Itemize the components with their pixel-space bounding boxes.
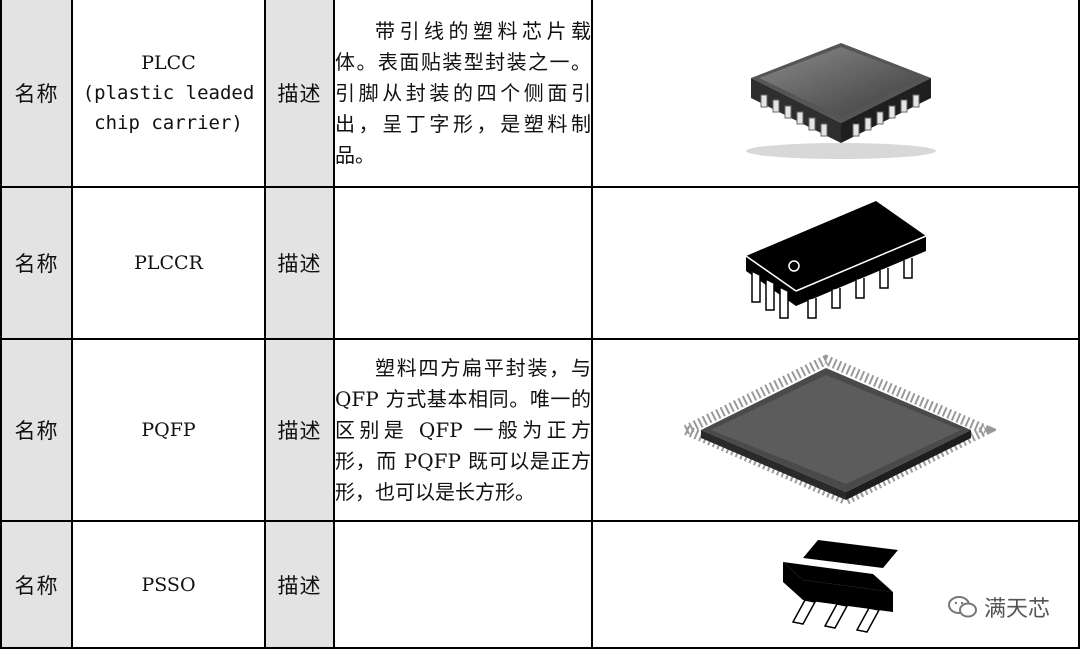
package-name-cell: PLCCR	[71, 186, 266, 340]
pqfp-chip-icon	[675, 354, 996, 506]
package-name: PQFP	[141, 419, 196, 441]
package-name-sub: chip carrier)	[94, 112, 243, 134]
description-cell: 带引线的塑料芯片载体。表面贴装型封装之一。引脚从封装的四个侧面引出，呈丁字形，是…	[333, 0, 593, 188]
package-name: PSSO	[141, 573, 196, 596]
wechat-icon	[947, 596, 977, 618]
plccr-chip-icon	[745, 200, 926, 319]
name-label: 名称	[0, 520, 73, 649]
package-name-sub: (plastic leaded	[82, 82, 255, 104]
image-cell	[591, 338, 1080, 522]
package-name-cell: PQFP	[71, 338, 266, 522]
desc-label: 描述	[264, 186, 335, 340]
table-row: 名称 PLCC (plastic leaded chip carrier) 描述…	[0, 0, 1080, 188]
name-label: 名称	[0, 0, 73, 188]
package-name: PLCC	[141, 52, 196, 74]
table-row: 名称 PQFP 描述 塑料四方扁平封装，与QFP 方式基本相同。唯一的区别是 Q…	[0, 338, 1080, 522]
description-text: 带引线的塑料芯片载体。表面贴装型封装之一。引脚从封装的四个侧面引出，呈丁字形，是…	[335, 18, 591, 167]
desc-label: 描述	[264, 0, 335, 188]
watermark-text: 满天芯	[983, 597, 1050, 622]
package-name-cell: PLCC (plastic leaded chip carrier)	[71, 0, 266, 188]
watermark: 满天芯	[947, 591, 1050, 623]
image-cell	[591, 0, 1080, 188]
name-label: 名称	[0, 338, 73, 522]
plcc-chip-icon	[745, 43, 936, 159]
image-cell	[591, 186, 1080, 340]
description-text: 塑料四方扁平封装，与QFP 方式基本相同。唯一的区别是 QFP 一般为正方形，而…	[335, 355, 591, 504]
table-row: 名称 PSSO 描述	[0, 520, 1080, 649]
package-name: PLCCR	[134, 252, 203, 274]
desc-label: 描述	[264, 338, 335, 522]
description-cell: 塑料四方扁平封装，与QFP 方式基本相同。唯一的区别是 QFP 一般为正方形，而…	[333, 338, 593, 522]
image-cell: 满天芯	[591, 520, 1080, 649]
description-cell	[333, 520, 593, 649]
name-label: 名称	[0, 186, 73, 340]
description-cell	[333, 186, 593, 340]
package-name-cell: PSSO	[71, 520, 266, 649]
psso-chip-icon	[783, 540, 898, 633]
table-row: 名称 PLCCR 描述	[0, 186, 1080, 340]
desc-label: 描述	[264, 520, 335, 649]
